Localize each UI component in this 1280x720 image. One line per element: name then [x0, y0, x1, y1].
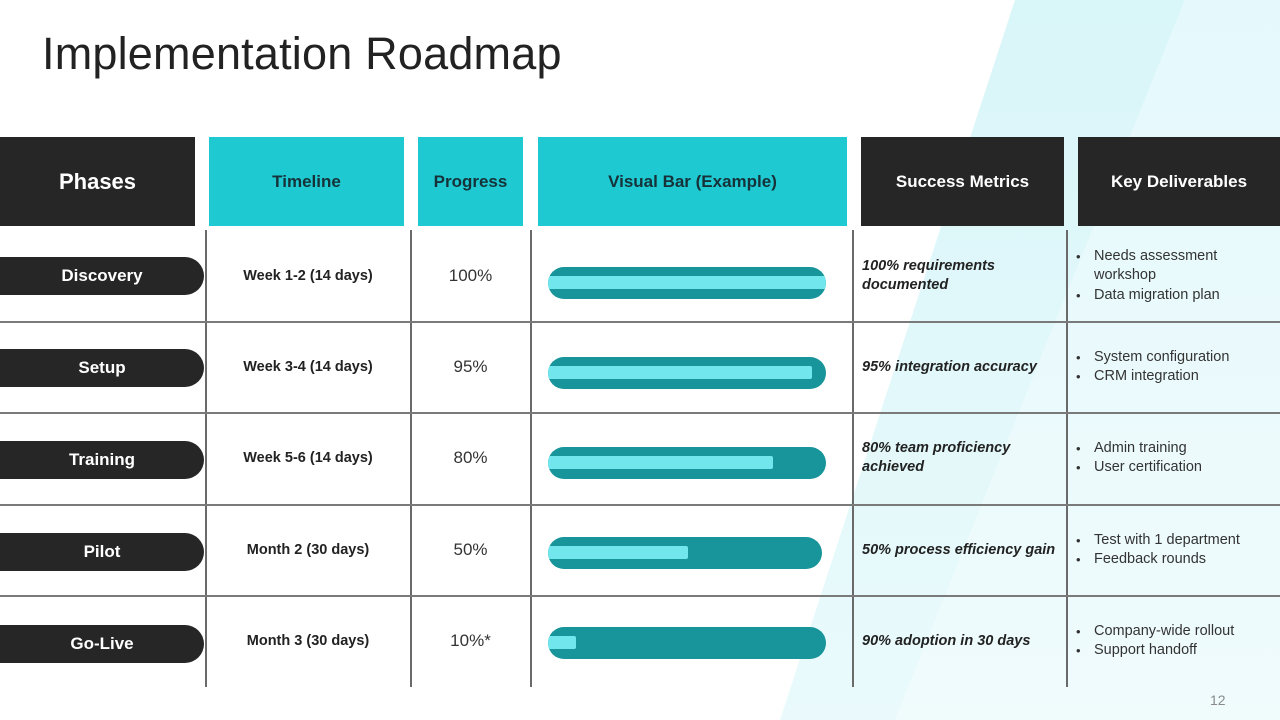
- header-timeline: Timeline: [209, 137, 404, 226]
- deliverable-item: Admin training: [1076, 439, 1276, 459]
- progress-cell: 10%*: [450, 631, 491, 650]
- progress-bar-fill: [548, 456, 774, 469]
- timeline-cell: Week 1-2 (14 days): [243, 268, 373, 284]
- deliverable-item: Test with 1 department: [1076, 531, 1276, 551]
- progress-cell: 80%: [453, 448, 488, 467]
- deliverable-item: System configuration: [1076, 348, 1276, 368]
- deliverables-list: Needs assessment workshop Data migration…: [1076, 246, 1276, 306]
- deliverable-item: User certification: [1076, 458, 1276, 478]
- progress-bar-fill: [548, 636, 576, 649]
- page-title: Implementation Roadmap: [42, 28, 562, 79]
- deliverables-list: System configuration CRM integration: [1076, 347, 1276, 387]
- timeline-cell: Month 2 (30 days): [246, 542, 370, 558]
- progress-bar: [548, 447, 826, 479]
- phase-label: Setup: [0, 349, 204, 387]
- success-metric: 50% process efficiency gain: [862, 541, 1056, 558]
- progress-bar-fill: [548, 546, 688, 559]
- timeline-cell: Week 3-4 (14 days): [243, 359, 373, 375]
- column-divider: [1066, 230, 1068, 687]
- progress-bar: [548, 537, 822, 569]
- timeline-cell: Week 5-6 (14 days): [243, 450, 373, 466]
- deliverable-item: Company-wide rollout: [1076, 622, 1276, 642]
- row-divider: [0, 321, 1280, 323]
- timeline-cell: Month 3 (30 days): [246, 633, 370, 649]
- phase-label: Pilot: [0, 533, 204, 571]
- phase-label: Go-Live: [0, 625, 204, 663]
- success-metric: 100% requirements documented: [862, 258, 995, 293]
- progress-bar: [548, 357, 826, 389]
- page-number: 12: [1210, 692, 1226, 708]
- progress-cell: 95%: [453, 357, 488, 376]
- deliverables-list: Company-wide rollout Support handoff: [1076, 621, 1276, 661]
- deliverable-item: Support handoff: [1076, 641, 1276, 661]
- header-success-metrics: Success Metrics: [861, 137, 1064, 226]
- deliverable-item: CRM integration: [1076, 367, 1276, 387]
- phase-label: Discovery: [0, 257, 204, 295]
- success-metric: 95% integration accuracy: [862, 358, 1037, 375]
- row-divider: [0, 412, 1280, 414]
- header-progress: Progress: [418, 137, 523, 226]
- success-metric: 90% adoption in 30 days: [862, 632, 1031, 649]
- row-divider: [0, 504, 1280, 506]
- progress-cell: 50%: [453, 540, 488, 559]
- deliverable-item: Data migration plan: [1076, 286, 1276, 306]
- header-phases: Phases: [0, 137, 195, 226]
- header-key-deliverables: Key Deliverables: [1078, 137, 1280, 226]
- deliverable-item: Feedback rounds: [1076, 550, 1276, 570]
- deliverables-list: Admin training User certification: [1076, 438, 1276, 478]
- column-divider: [410, 230, 412, 687]
- success-metric: 80% team proficiency achieved: [862, 440, 1011, 475]
- column-divider: [205, 230, 207, 687]
- row-divider: [0, 595, 1280, 597]
- column-divider: [852, 230, 854, 687]
- progress-bar-fill: [548, 366, 813, 379]
- progress-bar-fill: [548, 276, 826, 289]
- progress-cell: 100%: [448, 266, 493, 285]
- deliverables-list: Test with 1 department Feedback rounds: [1076, 530, 1276, 570]
- column-divider: [530, 230, 532, 687]
- header-visual-bar: Visual Bar (Example): [538, 137, 847, 226]
- progress-bar: [548, 267, 826, 299]
- phase-label: Training: [0, 441, 204, 479]
- progress-bar: [548, 627, 826, 659]
- deliverable-item: Needs assessment workshop: [1076, 247, 1276, 286]
